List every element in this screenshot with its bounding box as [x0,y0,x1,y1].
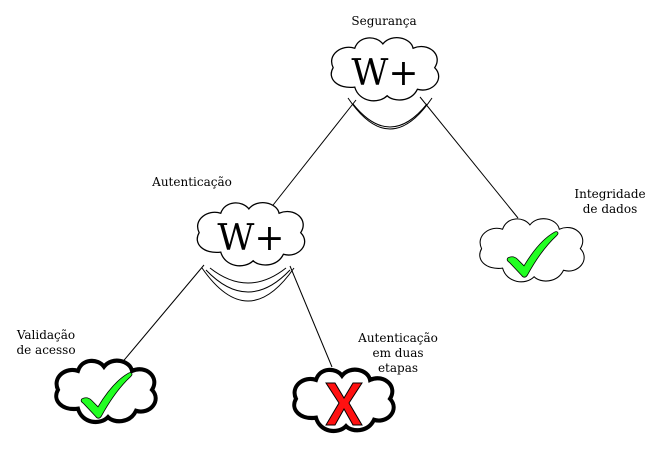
label-authentication: Autenticação [152,175,232,189]
authentication-symbol: W+ [217,218,284,259]
node-authentication: W+ [196,202,306,267]
cloud-icon [479,218,585,283]
edge-security-authentication [265,99,357,215]
and-arc-authentication [201,267,295,302]
edge-security-integrity [419,96,519,219]
node-data-integrity [479,218,585,283]
label-security: Segurança [351,14,417,28]
label-two-step-auth: Autenticação em duas etapas [358,331,438,375]
security-symbol: W+ [351,53,418,94]
node-two-step-auth [294,370,393,431]
node-access-validation [56,361,155,422]
cloud-icon [56,361,155,422]
and-arc-security [347,97,433,130]
edge-authentication-access [119,264,205,366]
label-access-validation: Validação de acesso [16,328,76,357]
node-security: W+ [330,37,440,102]
label-data-integrity: Integridade de dados [574,187,646,216]
edge-authentication-two-step [289,265,333,368]
